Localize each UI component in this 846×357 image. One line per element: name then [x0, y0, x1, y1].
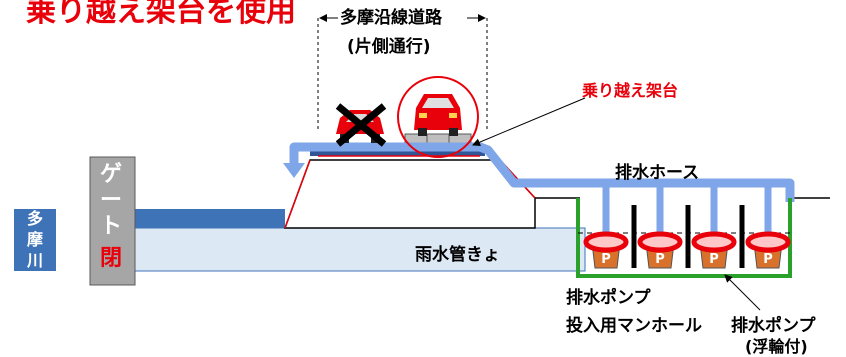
drain-hose	[289, 142, 795, 202]
manhole-pit	[576, 198, 792, 278]
gate-status-label: 閉	[99, 246, 122, 271]
pump-mark-4: P	[763, 252, 773, 267]
embankment-red-left	[284, 159, 311, 229]
pump-marks: P P P P	[601, 252, 773, 267]
rain-pipe-label: 雨水管きょ	[415, 245, 500, 265]
hose-label: 排水ホース	[615, 163, 700, 183]
pump-mark-1: P	[601, 252, 611, 267]
pump-2	[637, 231, 683, 269]
rain-pipe	[134, 227, 586, 272]
embankment	[283, 159, 536, 229]
road-note: (片側通行)	[347, 37, 431, 57]
river-label: 多摩川	[26, 209, 43, 270]
pump-guide-poles	[631, 205, 745, 268]
car-on-overpass-icon	[397, 76, 479, 158]
road-surface	[310, 150, 485, 156]
hose-drops	[602, 183, 772, 238]
gate-block	[89, 156, 136, 286]
overpass-leader	[472, 97, 586, 146]
manhole-label-line2: 投入用マンホール	[566, 316, 702, 336]
overpass-label: 乗り越え架台	[582, 81, 679, 100]
hose-arrowhead	[283, 163, 305, 178]
float-pump-label-line1: 排水ポンプ	[731, 316, 816, 336]
pump-1	[583, 231, 629, 269]
pump-mark-3: P	[709, 252, 719, 267]
crossed-out-car-icon	[335, 103, 387, 147]
river-water-band	[135, 209, 285, 228]
pump-mark-2: P	[655, 252, 665, 267]
road-label: 多摩沿線道路	[340, 8, 442, 28]
river-block	[14, 209, 56, 271]
pump-3	[691, 231, 737, 269]
gate-label: ゲート	[99, 162, 122, 239]
float-pump-label-line2: (浮輪付)	[745, 337, 808, 356]
float-pump-leader	[724, 274, 761, 311]
manhole-label-line1: 排水ポンプ	[566, 288, 651, 308]
road-dimension	[317, 14, 488, 130]
diagram-title: 乗り越え架台を使用	[26, 0, 296, 29]
pump-4	[745, 231, 791, 269]
